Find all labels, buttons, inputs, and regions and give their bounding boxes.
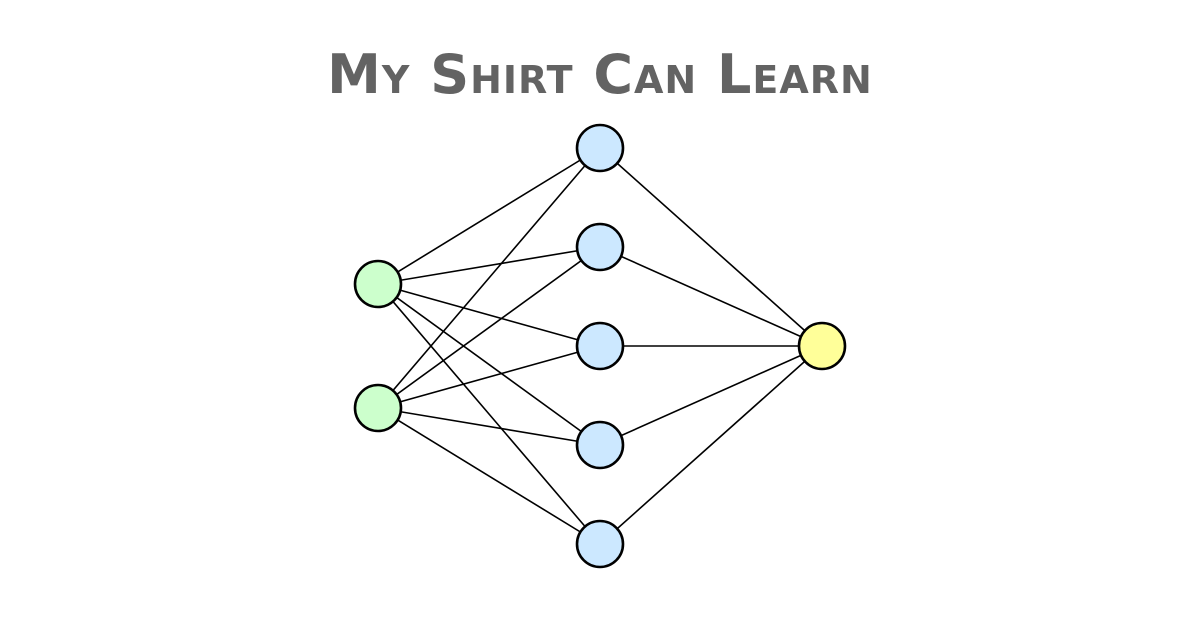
hidden-node-5 bbox=[575, 519, 625, 569]
edge-input-1-to-hidden-4 bbox=[377, 283, 601, 446]
output-node-1 bbox=[797, 321, 847, 371]
nodes-group bbox=[353, 123, 847, 569]
edge-input-1-to-hidden-2 bbox=[377, 246, 601, 285]
edge-input-1-to-hidden-3 bbox=[377, 283, 601, 347]
hidden-node-3 bbox=[575, 321, 625, 371]
edges-group bbox=[377, 147, 823, 545]
edge-input-2-to-hidden-2 bbox=[377, 246, 601, 409]
edge-input-1-to-hidden-5 bbox=[377, 283, 601, 545]
hidden-node-4 bbox=[575, 420, 625, 470]
input-node-2 bbox=[353, 383, 403, 433]
edge-input-2-to-hidden-5 bbox=[377, 407, 601, 545]
hidden-node-2 bbox=[575, 222, 625, 272]
edge-hidden-5-to-output-1 bbox=[599, 345, 823, 545]
edge-input-2-to-hidden-3 bbox=[377, 345, 601, 409]
hidden-node-1 bbox=[575, 123, 625, 173]
page-title: My Shirt Can Learn bbox=[327, 43, 873, 106]
edge-hidden-4-to-output-1 bbox=[599, 345, 823, 446]
input-node-1 bbox=[353, 259, 403, 309]
edge-hidden-2-to-output-1 bbox=[599, 246, 823, 347]
edge-input-2-to-hidden-4 bbox=[377, 407, 601, 446]
edge-input-1-to-hidden-1 bbox=[377, 147, 601, 285]
edge-input-2-to-hidden-1 bbox=[377, 147, 601, 409]
edge-hidden-1-to-output-1 bbox=[599, 147, 823, 347]
